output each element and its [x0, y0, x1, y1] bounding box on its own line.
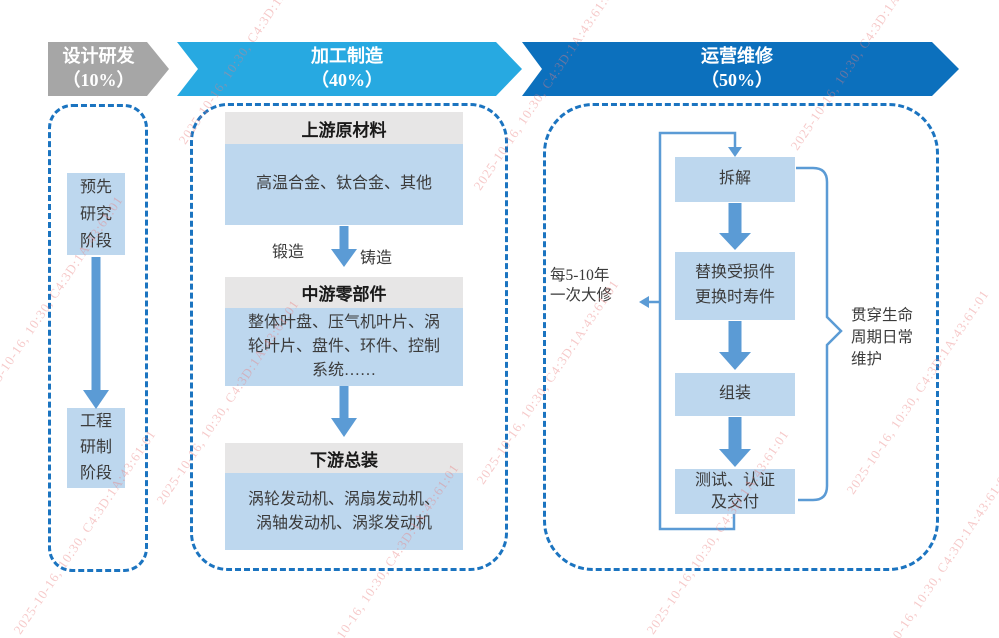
replace-parts-step-box: 替换受损件 更换时寿件 — [675, 252, 795, 320]
operations-column-container — [543, 103, 939, 571]
casting-label: 铸造 — [360, 250, 393, 267]
midstream-components-header: 中游零部件 — [225, 277, 463, 308]
pre-research-stage-box: 预先 研究 阶段 — [67, 173, 125, 255]
midstream-components-body: 整体叶盘、压气机叶片、涡 轮叶片、盘件、环件、控制 系统…… — [225, 308, 463, 386]
test-certify-deliver-step-box: 测试、认证 及交付 — [675, 469, 795, 514]
downstream-assembly-body: 涡轮发动机、涡扇发动机、 涡轴发动机、涡浆发动机 — [225, 473, 463, 550]
manufacturing-column-container — [190, 103, 508, 571]
forging-label: 锻造 — [272, 244, 305, 261]
stage-manufacturing-label: 加工制造 — [311, 46, 383, 67]
stage-arrow-design: 设计研发 （10%） — [48, 42, 169, 96]
stage-manufacturing-percent: （40%） — [311, 70, 383, 90]
upstream-materials-body: 高温合金、钛合金、其他 — [225, 144, 463, 225]
upstream-materials-header: 上游原材料 — [225, 112, 463, 144]
stage-arrow-manufacturing: 加工制造 （40%） — [177, 42, 522, 96]
lifecycle-maintenance-note: 贯穿生命 周期日常 维护 — [851, 307, 914, 368]
stage-arrow-operations: 运营维修 （50%） — [522, 42, 959, 96]
engineering-development-stage-box: 工程 研制 阶段 — [67, 408, 125, 488]
stage-design-label: 设计研发 — [62, 46, 135, 67]
downstream-assembly-header: 下游总装 — [225, 443, 463, 473]
stage-design-percent: （10%） — [62, 70, 135, 90]
reassembly-step-box: 组装 — [675, 373, 795, 416]
stage-operations-label: 运营维修 — [701, 46, 773, 67]
overhaul-interval-note: 每5-10年 一次大修 — [550, 267, 613, 305]
stage-operations-percent: （50%） — [701, 70, 773, 90]
disassembly-step-box: 拆解 — [675, 157, 795, 202]
design-column-container — [48, 104, 148, 572]
